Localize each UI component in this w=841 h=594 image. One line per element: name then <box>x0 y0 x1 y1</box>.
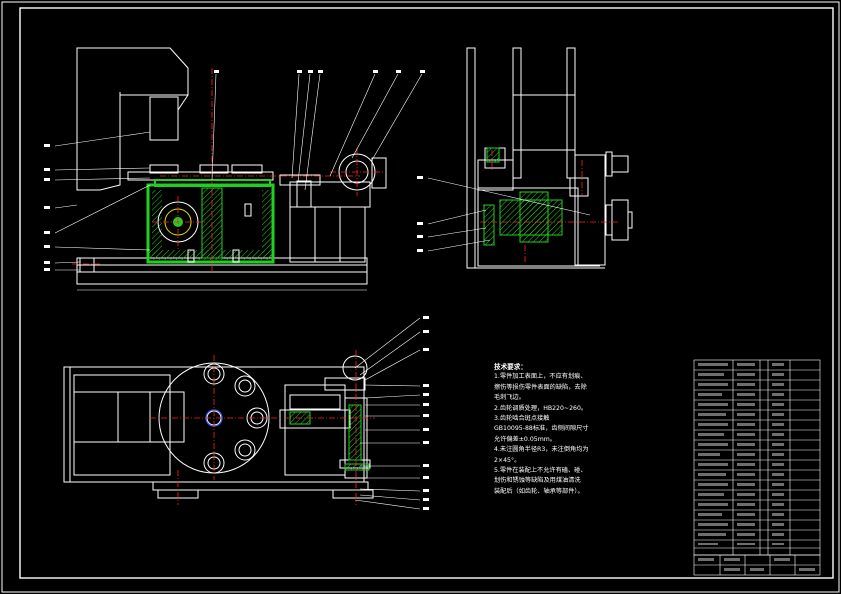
inner-border <box>19 7 834 579</box>
technical-requirements-title: 技术要求： <box>494 363 527 371</box>
technical-requirements: 技术要求： 1.零件加工表面上，不应有划痕、 擦伤等损伤零件表面的缺陷，去除 毛… <box>494 362 644 497</box>
requirement-line: 擦伤等损伤零件表面的缺陷，去除 <box>494 383 587 391</box>
requirement-line: 5.零件在装配上不允许有磕、碰、 <box>494 467 587 475</box>
requirement-line: GB10095-88标准，齿侧间隙尺寸 <box>494 425 589 433</box>
front-view-leader-ticks-top <box>214 70 425 73</box>
requirement-line: 划伤和锈蚀等缺陷及用煤油清洗 <box>494 477 581 485</box>
top-view-leaders <box>354 317 421 510</box>
requirement-line: 1.零件加工表面上，不应有划痕、 <box>494 373 587 381</box>
top-view-hatch <box>289 404 370 471</box>
side-view-leader-ticks <box>417 176 423 252</box>
side-view <box>466 47 633 269</box>
requirement-line: 装配后（如齿轮、轴承等部件）。 <box>494 487 584 495</box>
side-view-leaders <box>427 177 591 252</box>
requirement-line: 毛刺飞边。 <box>494 394 525 402</box>
parts-list <box>693 359 821 556</box>
title-block <box>693 554 821 576</box>
top-view <box>63 355 374 499</box>
requirement-line: 允许偏差±0.05mm。 <box>494 435 556 443</box>
front-view-leaders-left <box>54 131 151 271</box>
requirement-line: 3.齿轮啮合斑点接触 <box>494 415 550 423</box>
front-view-leaders-top <box>211 73 423 191</box>
top-view-leader-ticks <box>423 316 429 510</box>
front-view-leader-ticks-left <box>44 144 50 271</box>
parts-list-text-marks <box>698 363 815 571</box>
requirement-line: 2×45°。 <box>494 456 521 464</box>
side-view-centerlines <box>480 150 620 262</box>
top-view-centerlines <box>150 350 375 505</box>
side-view-hatch <box>483 147 563 246</box>
requirement-line: 4.未注圆角半径R3，未注倒角均为 <box>494 446 589 454</box>
front-view-centerlines <box>72 68 386 272</box>
requirement-line: 2.齿轮调质处理，HB220~260。 <box>494 404 588 412</box>
front-view <box>76 47 387 285</box>
